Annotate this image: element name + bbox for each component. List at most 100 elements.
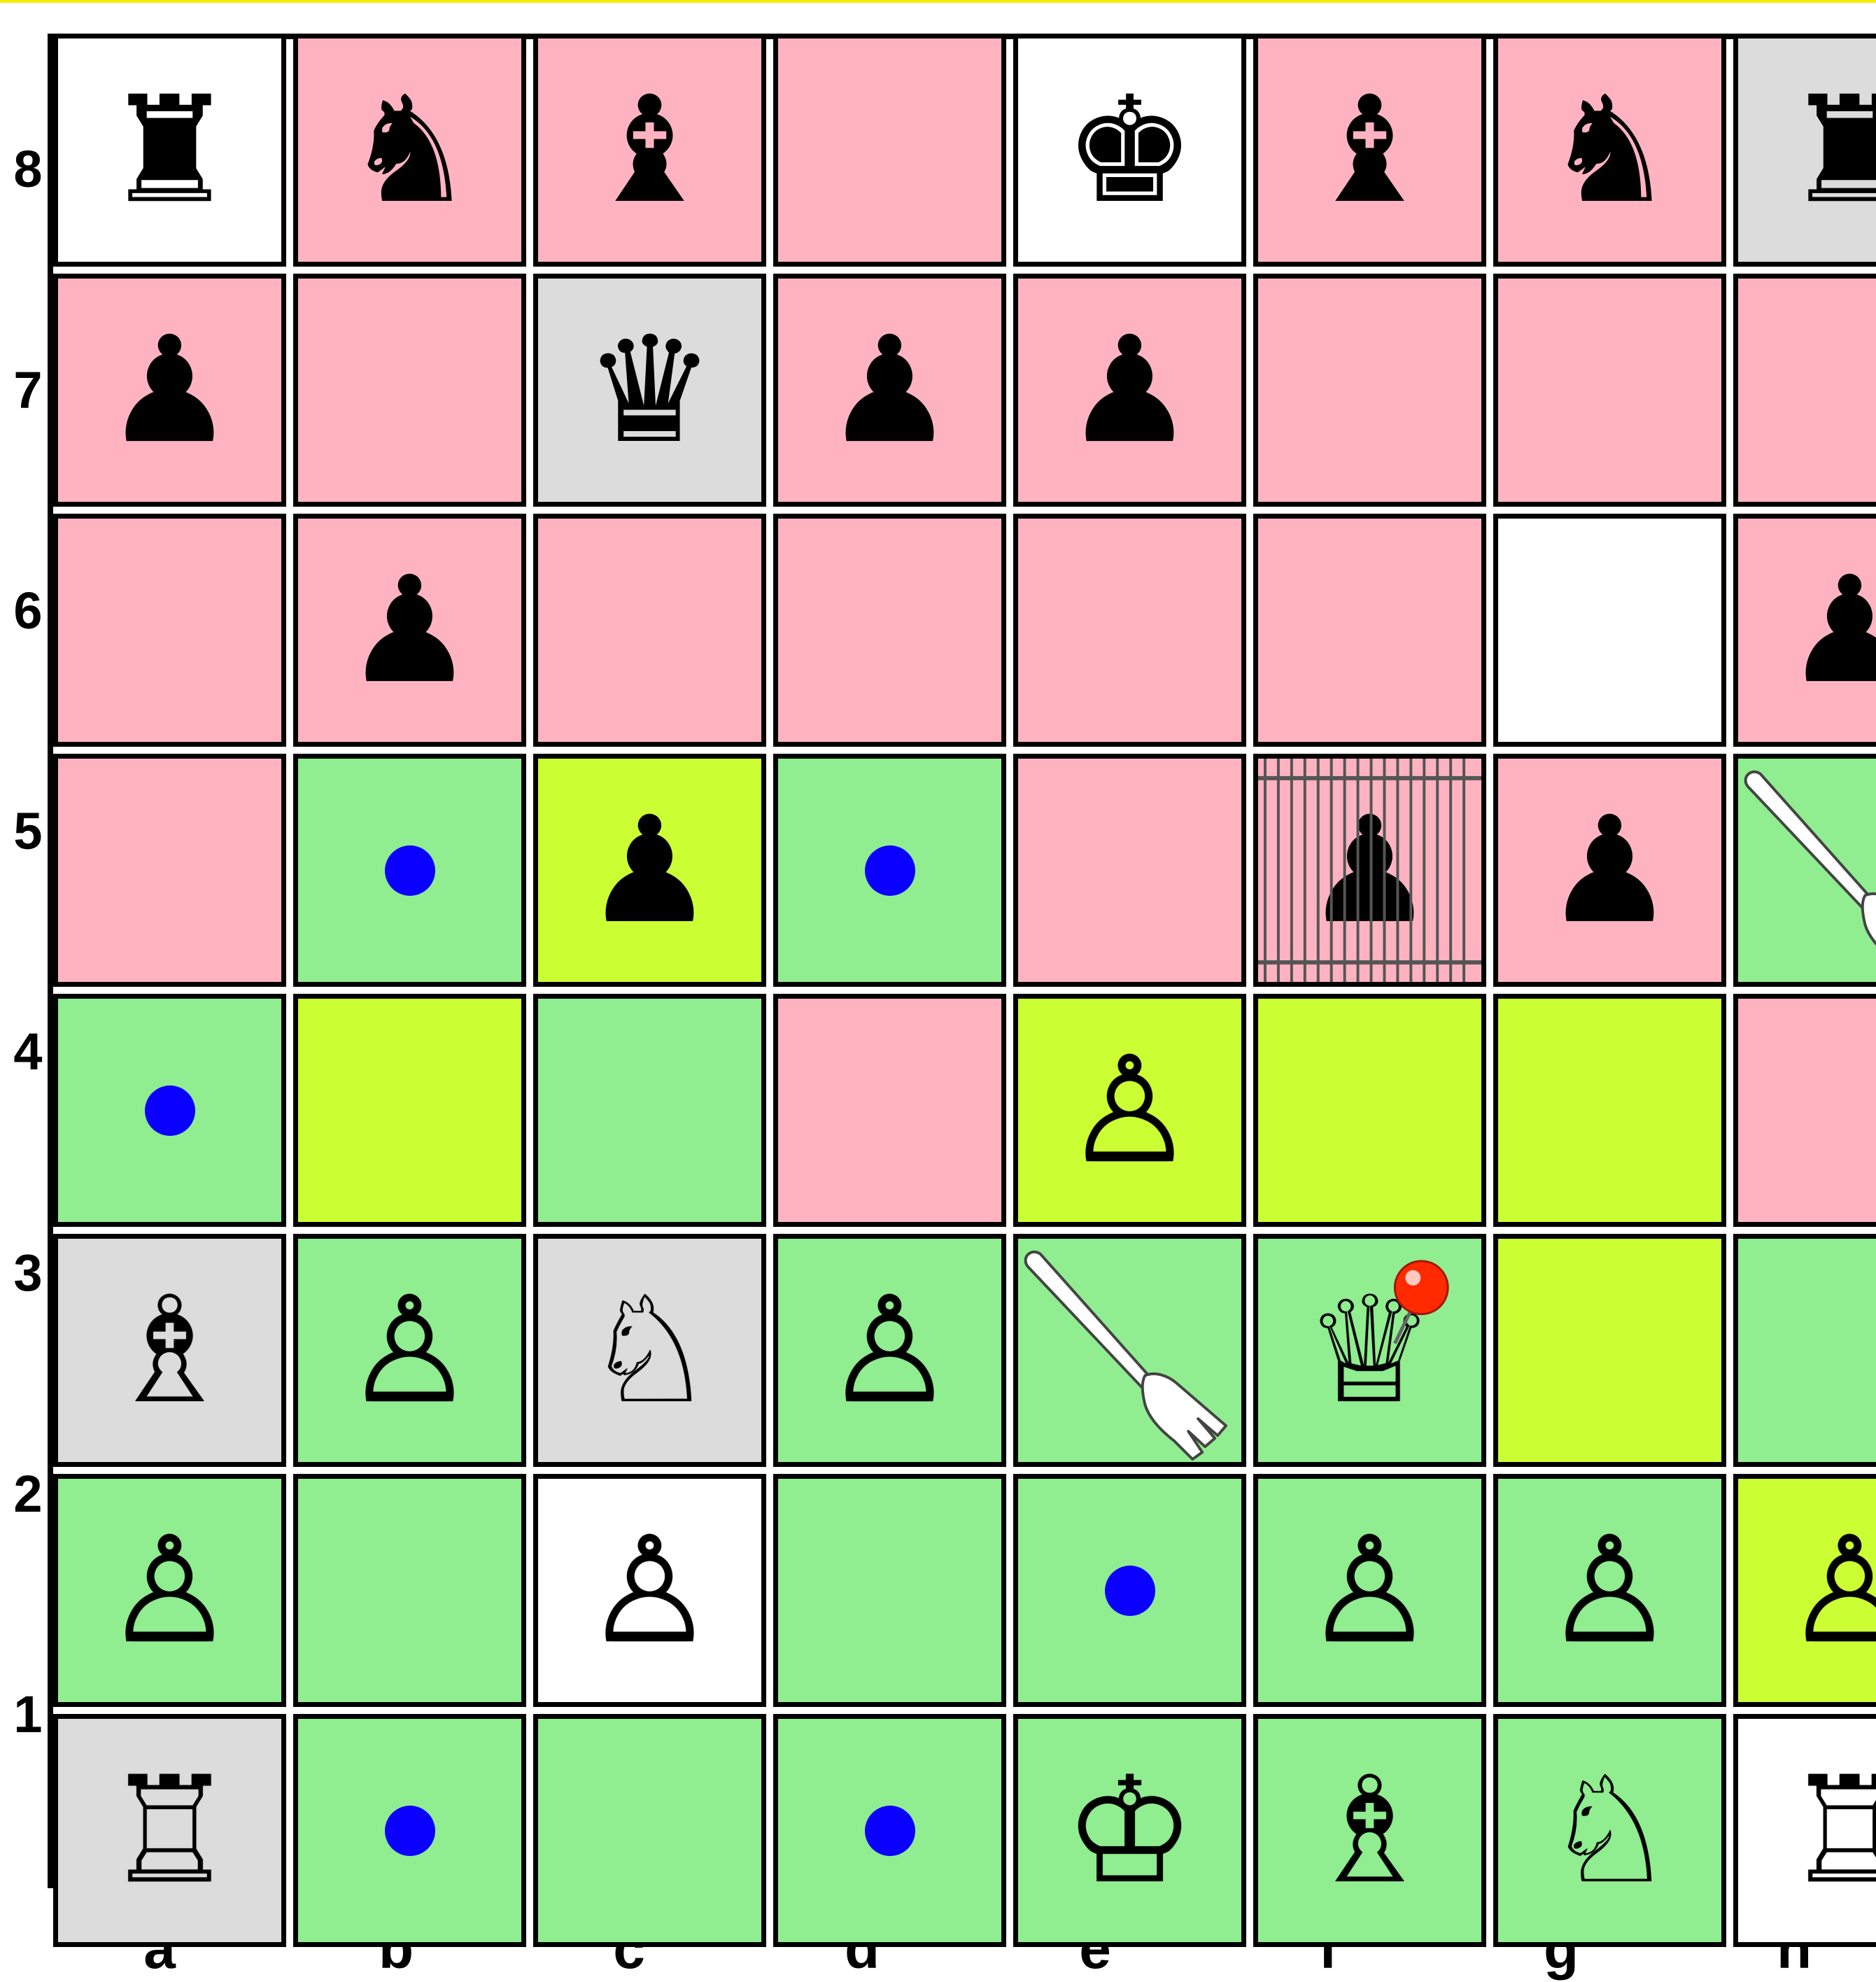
white-pawn-icon[interactable]: ♙ [538, 1479, 761, 1702]
square-f5[interactable]: ♟ [1253, 754, 1486, 987]
square-d7[interactable]: ♟ [773, 274, 1006, 507]
square-h2[interactable]: ♙ [1733, 1474, 1876, 1707]
square-f1[interactable]: ♗ [1253, 1714, 1486, 1947]
black-pawn-icon[interactable]: ♟ [298, 519, 521, 742]
square-f7[interactable] [1253, 274, 1486, 507]
black-pawn-icon[interactable]: ♟ [58, 279, 281, 502]
move-target-dot[interactable] [865, 1806, 915, 1856]
square-h6[interactable]: ♟ [1733, 514, 1876, 747]
square-a7[interactable]: ♟ [53, 274, 286, 507]
square-b7[interactable] [293, 274, 526, 507]
square-a2[interactable]: ♙ [53, 1474, 286, 1707]
square-e5[interactable] [1013, 754, 1246, 987]
square-c7[interactable]: ♛ [533, 274, 766, 507]
white-rook-icon[interactable]: ♖ [58, 1719, 281, 1942]
square-g6[interactable] [1493, 514, 1726, 747]
square-h4[interactable] [1733, 994, 1876, 1227]
square-a1[interactable]: ♖ [53, 1714, 286, 1947]
white-king-icon[interactable]: ♔ [1018, 1719, 1241, 1942]
black-knight-icon[interactable]: ♞ [298, 38, 521, 262]
square-d4[interactable] [773, 994, 1006, 1227]
square-c4[interactable] [533, 994, 766, 1227]
white-pawn-icon[interactable]: ♙ [1018, 999, 1241, 1222]
black-rook-icon[interactable]: ♜ [1738, 38, 1876, 262]
white-pawn-icon[interactable]: ♙ [1498, 1479, 1721, 1702]
black-pawn-icon[interactable]: ♟ [1258, 759, 1481, 982]
square-c3[interactable]: ♘ [533, 1234, 766, 1467]
square-b2[interactable] [293, 1474, 526, 1707]
black-knight-icon[interactable]: ♞ [1498, 38, 1721, 262]
black-queen-icon[interactable]: ♛ [538, 279, 761, 502]
square-f8[interactable]: ♝ [1253, 34, 1486, 267]
white-pawn-icon[interactable]: ♙ [778, 1239, 1001, 1462]
black-pawn-icon[interactable]: ♟ [1498, 759, 1721, 982]
square-f3[interactable]: ♕ [1253, 1234, 1486, 1467]
square-c2[interactable]: ♙ [533, 1474, 766, 1707]
square-e7[interactable]: ♟ [1013, 274, 1246, 507]
black-bishop-icon[interactable]: ♝ [1258, 38, 1481, 262]
white-bishop-icon[interactable]: ♗ [58, 1239, 281, 1462]
move-target-dot[interactable] [1105, 1566, 1155, 1616]
square-h5[interactable] [1733, 754, 1876, 987]
square-e6[interactable] [1013, 514, 1246, 747]
square-a5[interactable] [53, 754, 286, 987]
square-h1[interactable]: ♖ [1733, 1714, 1876, 1947]
white-pawn-icon[interactable]: ♙ [1738, 1479, 1876, 1702]
square-a6[interactable] [53, 514, 286, 747]
black-pawn-icon[interactable]: ♟ [1738, 519, 1876, 742]
square-g3[interactable] [1493, 1234, 1726, 1467]
square-g8[interactable]: ♞ [1493, 34, 1726, 267]
square-e4[interactable]: ♙ [1013, 994, 1246, 1227]
move-target-dot[interactable] [145, 1085, 195, 1136]
square-d3[interactable]: ♙ [773, 1234, 1006, 1467]
square-c8[interactable]: ♝ [533, 34, 766, 267]
square-g7[interactable] [1493, 274, 1726, 507]
white-knight-icon[interactable]: ♘ [1498, 1719, 1721, 1942]
square-b1[interactable] [293, 1714, 526, 1947]
square-g1[interactable]: ♘ [1493, 1714, 1726, 1947]
square-b5[interactable] [293, 754, 526, 987]
move-target-dot[interactable] [865, 845, 915, 896]
black-bishop-icon[interactable]: ♝ [538, 38, 761, 262]
square-a4[interactable] [53, 994, 286, 1227]
square-a3[interactable]: ♗ [53, 1234, 286, 1467]
square-f6[interactable] [1253, 514, 1486, 747]
square-g4[interactable] [1493, 994, 1726, 1227]
square-d6[interactable] [773, 514, 1006, 747]
move-target-dot[interactable] [385, 845, 435, 896]
square-f2[interactable]: ♙ [1253, 1474, 1486, 1707]
square-b8[interactable]: ♞ [293, 34, 526, 267]
white-pawn-icon[interactable]: ♙ [1258, 1479, 1481, 1702]
square-e2[interactable] [1013, 1474, 1246, 1707]
white-queen-icon[interactable]: ♕ [1258, 1239, 1481, 1462]
black-pawn-icon[interactable]: ♟ [778, 279, 1001, 502]
square-g2[interactable]: ♙ [1493, 1474, 1726, 1707]
white-bishop-icon[interactable]: ♗ [1258, 1719, 1481, 1942]
white-rook-icon[interactable]: ♖ [1738, 1719, 1876, 1942]
square-d1[interactable] [773, 1714, 1006, 1947]
square-c6[interactable] [533, 514, 766, 747]
square-d5[interactable] [773, 754, 1006, 987]
white-pawn-icon[interactable]: ♙ [298, 1239, 521, 1462]
square-b6[interactable]: ♟ [293, 514, 526, 747]
square-b4[interactable] [293, 994, 526, 1227]
square-e8[interactable]: ♚ [1013, 34, 1246, 267]
square-g5[interactable]: ♟ [1493, 754, 1726, 987]
square-b3[interactable]: ♙ [293, 1234, 526, 1467]
white-knight-icon[interactable]: ♘ [538, 1239, 761, 1462]
square-h3[interactable] [1733, 1234, 1876, 1467]
black-king-icon[interactable]: ♚ [1018, 38, 1241, 262]
move-target-dot[interactable] [385, 1806, 435, 1856]
square-c1[interactable] [533, 1714, 766, 1947]
black-pawn-icon[interactable]: ♟ [1018, 279, 1241, 502]
square-d2[interactable] [773, 1474, 1006, 1707]
white-pawn-icon[interactable]: ♙ [58, 1479, 281, 1702]
square-e3[interactable] [1013, 1234, 1246, 1467]
black-rook-icon[interactable]: ♜ [58, 38, 281, 262]
square-c5[interactable]: ♟ [533, 754, 766, 987]
black-pawn-icon[interactable]: ♟ [538, 759, 761, 982]
square-h7[interactable] [1733, 274, 1876, 507]
square-f4[interactable] [1253, 994, 1486, 1227]
square-d8[interactable] [773, 34, 1006, 267]
square-h8[interactable]: ♜ [1733, 34, 1876, 267]
